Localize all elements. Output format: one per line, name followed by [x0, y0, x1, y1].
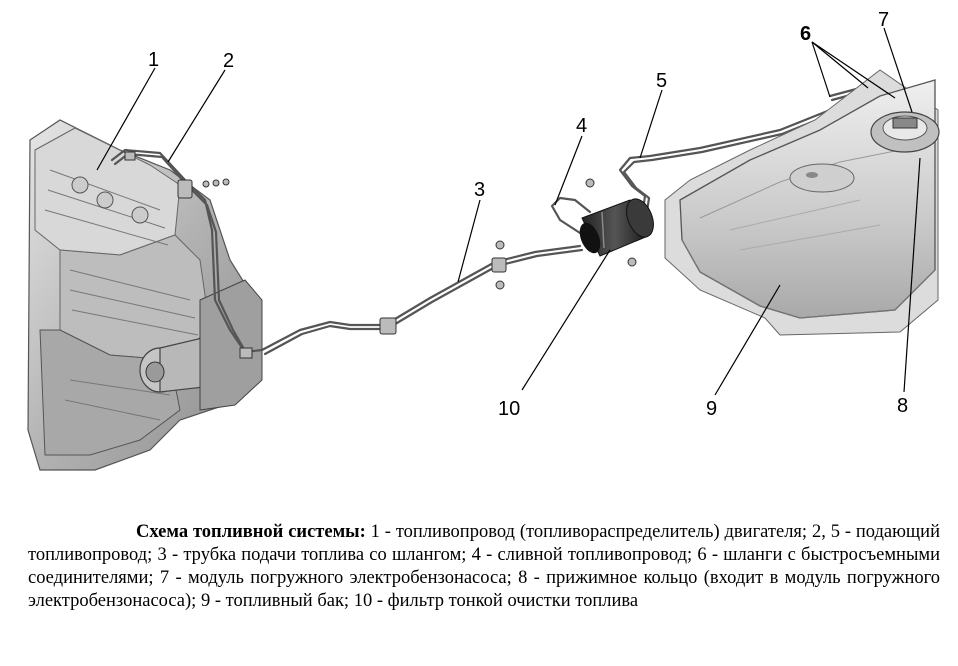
callout-leaders [96, 27, 921, 396]
callout-3: 3 [474, 179, 485, 201]
line-brackets [124, 151, 637, 359]
fuel-system-diagram: 1 2 3 4 5 6 7 8 9 10 [27, 9, 940, 471]
fuel-filter [579, 198, 654, 257]
fuel-tank [664, 69, 940, 336]
callout-numbers: 1 2 3 4 5 6 7 8 9 10 [148, 9, 908, 420]
caption-title: Схема топливной системы: [136, 522, 366, 542]
callout-2: 2 [223, 50, 234, 72]
callout-9: 9 [706, 398, 717, 420]
callout-8: 8 [897, 395, 908, 417]
figure-caption: Схема топливной системы: 1 - топливопров… [28, 521, 940, 613]
callout-7: 7 [878, 9, 889, 31]
callout-4: 4 [576, 115, 587, 137]
callout-6: 6 [800, 23, 811, 45]
callout-1: 1 [148, 49, 159, 71]
callout-10: 10 [498, 398, 520, 420]
callout-5: 5 [656, 70, 667, 92]
engine [27, 119, 263, 471]
caption-body: 1 - топливопровод (топливораспределитель… [28, 522, 940, 611]
